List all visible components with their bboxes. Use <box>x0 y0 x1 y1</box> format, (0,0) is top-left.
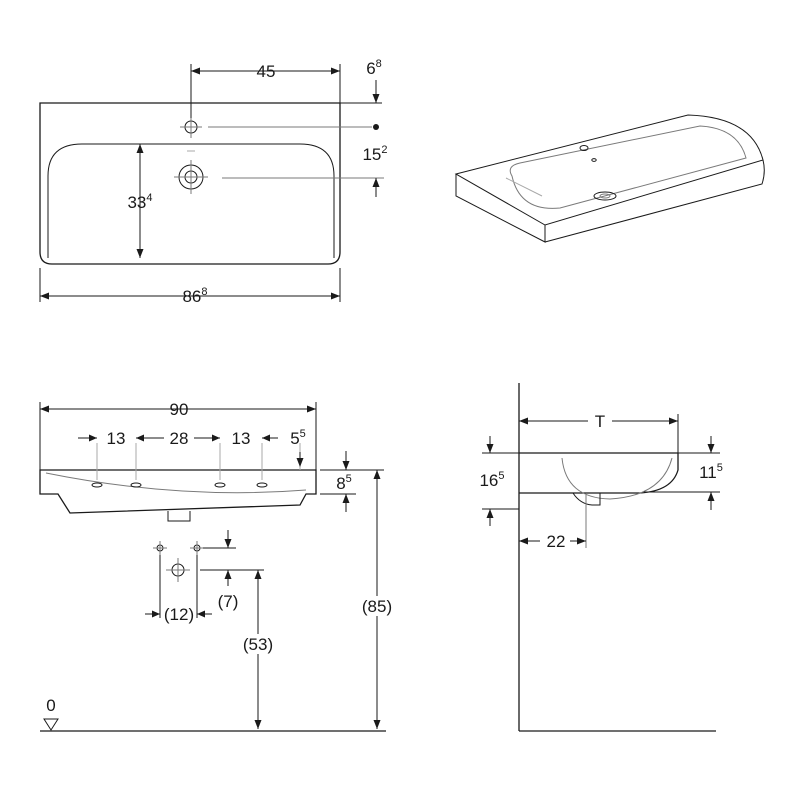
tap-spacing-label: 45 <box>257 62 276 81</box>
tap-drop-label: (7) <box>218 592 239 611</box>
seg-right-label: 13 <box>232 429 251 448</box>
iso-bowl <box>509 125 747 209</box>
bowl-depth-label: 334 <box>127 192 152 212</box>
seg-mid-label: 28 <box>170 429 189 448</box>
total-height-label: (85) <box>362 597 392 616</box>
hole-offset-label: 152 <box>362 144 387 164</box>
basin-side-profile <box>519 452 679 494</box>
tap-hole-markers <box>91 482 268 488</box>
iso-waste <box>593 191 617 201</box>
floor-level-marker <box>43 718 59 731</box>
side-bowl <box>561 457 673 500</box>
bowl-height-label: 115 <box>699 462 723 482</box>
waste-offset-label: 22 <box>547 532 566 551</box>
side-view: T 165 115 22 <box>479 383 723 732</box>
waste-height-label: (53) <box>243 635 273 654</box>
isometric-view <box>454 114 765 243</box>
top-view: 45 68 152 334 868 <box>39 58 388 306</box>
side-waste-stub <box>572 492 601 506</box>
rough-in-markers <box>153 541 204 582</box>
tap-spread-label: (12) <box>164 605 194 624</box>
floor-level-label: 0 <box>46 696 55 715</box>
bowl-outline <box>47 143 335 258</box>
waste-stub <box>167 511 191 522</box>
depth-label: T <box>595 412 605 431</box>
iso-top-surface <box>454 114 764 226</box>
seg-edge-label: 55 <box>290 428 306 448</box>
iso-front-face <box>455 174 546 243</box>
front-width-label: 90 <box>170 400 189 419</box>
basin-front-profile <box>39 469 317 514</box>
rim-height-label: 85 <box>336 473 352 493</box>
front-view: 90 13 28 13 55 85 <box>39 400 399 732</box>
rear-offset-label: 68 <box>366 58 382 78</box>
iso-side-face <box>544 159 765 243</box>
overall-height-label: 165 <box>479 470 504 490</box>
iso-tap-hole <box>579 145 589 151</box>
overall-width-label: 868 <box>182 286 207 306</box>
basin-top-outline <box>39 102 341 265</box>
seg-left-label: 13 <box>107 429 126 448</box>
